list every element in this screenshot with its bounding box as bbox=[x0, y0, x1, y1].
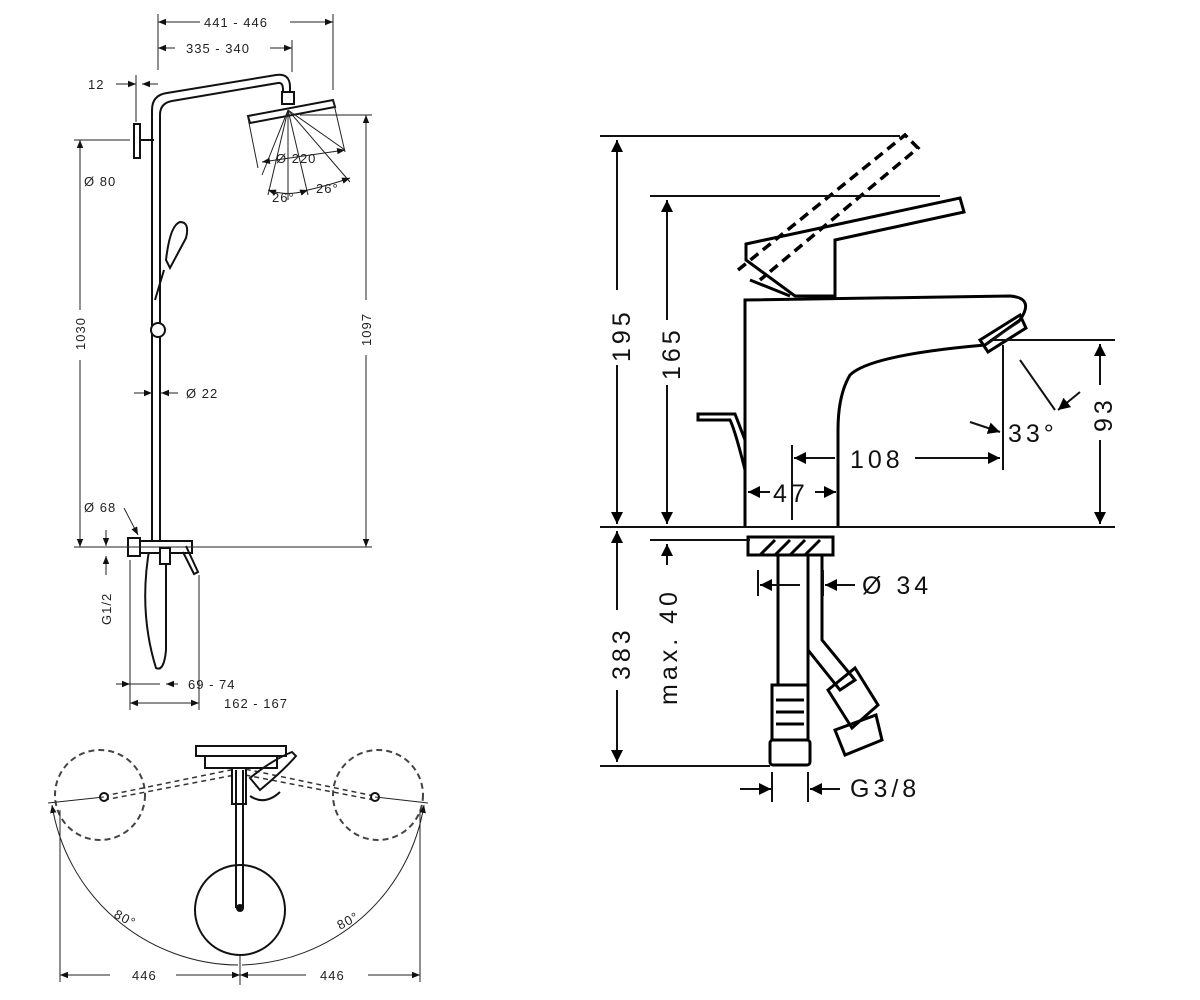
dim-arm-length: 335 - 340 bbox=[186, 41, 250, 56]
dim-total-height: 195 bbox=[608, 308, 636, 362]
dim-thread: G1/2 bbox=[99, 593, 114, 625]
dim-top-angle-left: 80° bbox=[112, 906, 139, 930]
shower-side-view: 441 - 446 335 - 340 12 Ø 80 Ø 220 26° 26… bbox=[73, 14, 374, 711]
dim-angle-left: 26° bbox=[272, 190, 295, 205]
dimension-labels: 441 - 446 335 - 340 12 Ø 80 Ø 220 26° 26… bbox=[73, 15, 374, 711]
dim-spout-height: 93 bbox=[1090, 396, 1118, 432]
dim-wall-offset: 12 bbox=[88, 77, 104, 92]
dim-width-total: 441 - 446 bbox=[204, 15, 268, 30]
dim-connection: G3/8 bbox=[850, 775, 920, 803]
dim-height-1097: 1097 bbox=[359, 313, 374, 346]
shower-column bbox=[127, 73, 337, 670]
rotation-circle-right bbox=[332, 749, 424, 841]
rotation-circle-left bbox=[54, 749, 146, 841]
dim-head-diameter: Ø 220 bbox=[276, 151, 316, 166]
dim-pipe-diameter: Ø 22 bbox=[186, 386, 218, 401]
dim-mixer-diameter: Ø 68 bbox=[84, 500, 116, 515]
basin-mixer-view: 195 165 93 33° 108 47 Ø 34 383 max. 40 G… bbox=[600, 132, 1118, 803]
dim-top-width-right: 446 bbox=[320, 968, 345, 983]
dim-depth-1: 69 - 74 bbox=[188, 677, 235, 692]
shower-top-view: 80° 80° 446 446 bbox=[47, 745, 429, 985]
dim-wall-plate: Ø 80 bbox=[84, 174, 116, 189]
dim-base-width: 47 bbox=[773, 480, 809, 508]
dim-angle-right: 26° bbox=[316, 181, 339, 196]
dimension-lines bbox=[76, 18, 370, 707]
dim-hole-diameter: Ø 34 bbox=[862, 572, 932, 600]
dim-depth-2: 162 - 167 bbox=[224, 696, 288, 711]
dim-angle: 33° bbox=[1008, 420, 1058, 448]
dim-top-width-left: 446 bbox=[132, 968, 157, 983]
dim-body-height: 165 bbox=[658, 326, 686, 380]
dim-top-angle-right: 80° bbox=[334, 909, 361, 933]
extension-lines bbox=[74, 14, 372, 710]
dim-reach: 108 bbox=[850, 446, 904, 474]
dim-height-1030: 1030 bbox=[73, 317, 88, 350]
dim-below-deck: 383 bbox=[608, 626, 636, 680]
dim-max-deck: max. 40 bbox=[655, 588, 683, 705]
spray-cone bbox=[247, 99, 351, 200]
